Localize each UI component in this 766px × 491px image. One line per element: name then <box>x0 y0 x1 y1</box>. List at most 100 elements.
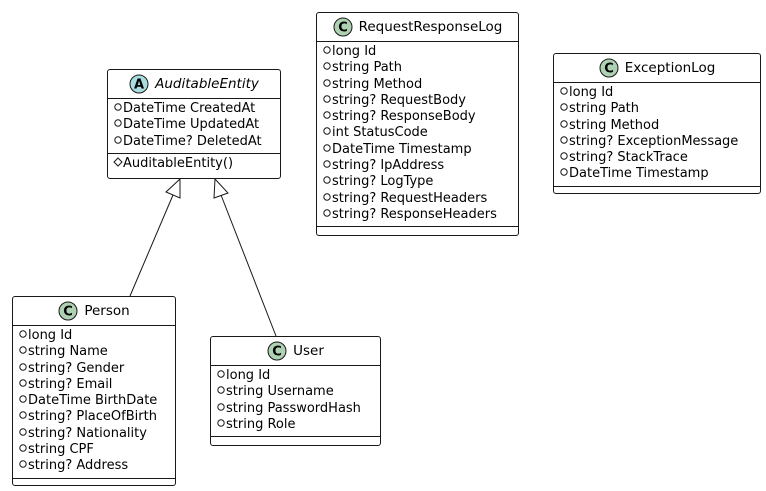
edge-user-auditable <box>220 194 277 337</box>
visibility-marker <box>322 174 332 190</box>
field-text: string? Nationality <box>28 425 147 441</box>
edge-person-auditable <box>129 194 174 297</box>
visibility-marker <box>113 134 123 150</box>
class-field: DateTime CreatedAt <box>108 101 280 117</box>
class-name: AuditableEntity <box>155 76 259 92</box>
visibility-marker <box>216 368 226 384</box>
visibility-marker <box>559 166 569 182</box>
class-field: string Role <box>211 417 380 433</box>
field-text: DateTime UpdatedAt <box>123 117 260 133</box>
visibility-marker <box>559 101 569 117</box>
class-field: long Id <box>13 328 175 344</box>
public-field-icon <box>114 103 122 111</box>
class-field: string Username <box>211 384 380 400</box>
class-header: A AuditableEntity <box>108 70 280 99</box>
svg-text:C: C <box>272 345 282 360</box>
field-text: string Name <box>28 344 108 360</box>
method-text: AuditableEntity() <box>123 155 234 171</box>
class-field: string Path <box>554 101 760 117</box>
class-field: long Id <box>554 85 760 101</box>
class-field: string PasswordHash <box>211 401 380 417</box>
field-text: string? ExceptionMessage <box>569 133 739 149</box>
public-field-icon <box>217 386 225 394</box>
public-field-icon <box>19 428 27 436</box>
class-name: ExceptionLog <box>624 60 716 76</box>
visibility-marker <box>216 384 226 400</box>
visibility-marker <box>18 377 28 393</box>
field-text: string CPF <box>28 442 94 458</box>
class-field: string? StackTrace <box>554 150 760 166</box>
visibility-marker <box>559 134 569 150</box>
visibility-marker <box>322 142 332 158</box>
public-field-icon <box>217 402 225 411</box>
class-field: string? IpAddress <box>317 158 518 174</box>
class-field: string? Address <box>13 458 175 474</box>
class-field: DateTime BirthDate <box>13 393 175 409</box>
field-text: string? RequestHeaders <box>332 190 488 206</box>
class-header: C Person <box>13 297 175 326</box>
class-field: string? RequestHeaders <box>317 191 518 207</box>
visibility-marker <box>322 77 332 93</box>
field-text: DateTime CreatedAt <box>123 101 256 116</box>
public-field-icon <box>323 95 331 103</box>
class-name: RequestResponseLog <box>358 19 503 35</box>
class-field: long Id <box>211 368 380 384</box>
methods-section: AuditableEntity() <box>108 152 280 175</box>
field-text: string Path <box>569 101 640 117</box>
svg-text:C: C <box>64 305 74 320</box>
methods-section-empty <box>554 185 760 195</box>
abstract-class-badge-icon: A <box>129 74 149 94</box>
public-field-icon <box>19 362 27 371</box>
field-text: string? ResponseHeaders <box>332 206 497 222</box>
public-field-icon <box>114 119 122 127</box>
class-header: C User <box>211 337 380 366</box>
field-text: string? ResponseBody <box>332 109 476 125</box>
field-text: string? StackTrace <box>569 150 688 166</box>
class-field: long Id <box>317 44 518 60</box>
class-field: string? Gender <box>13 361 175 377</box>
visibility-marker <box>18 442 28 458</box>
class-badge-icon: C <box>599 58 619 78</box>
public-field-icon <box>19 346 27 354</box>
class-field: string? PlaceOfBirth <box>13 409 175 425</box>
field-text: DateTime? DeletedAt <box>123 133 262 149</box>
field-text: long Id <box>226 368 271 383</box>
public-field-icon <box>560 152 568 160</box>
methods-section-empty <box>211 436 380 445</box>
class-field: string? Email <box>13 377 175 393</box>
field-text: DateTime BirthDate <box>28 393 158 409</box>
visibility-marker <box>18 328 28 344</box>
public-field-icon <box>560 168 568 177</box>
field-text: DateTime Timestamp <box>569 166 709 182</box>
field-text: string? Gender <box>28 360 125 376</box>
public-field-icon <box>323 62 331 70</box>
visibility-marker <box>559 150 569 166</box>
visibility-marker <box>113 117 123 133</box>
visibility-marker <box>216 401 226 417</box>
class-badge-icon: C <box>333 17 353 37</box>
class-field: string? LogType <box>317 174 518 190</box>
public-field-icon <box>323 144 331 152</box>
svg-text:C: C <box>604 62 614 77</box>
field-text: string? PlaceOfBirth <box>28 409 157 425</box>
svg-text:A: A <box>134 78 144 93</box>
field-text: string PasswordHash <box>226 400 361 416</box>
class-badge-icon: C <box>58 301 78 321</box>
visibility-marker <box>322 60 332 76</box>
field-text: string Role <box>226 416 296 432</box>
visibility-marker <box>322 109 332 125</box>
class-field: DateTime? DeletedAt <box>108 134 280 150</box>
field-text: string Method <box>569 117 660 133</box>
field-text: long Id <box>332 44 377 59</box>
class-header: C ExceptionLog <box>554 54 760 83</box>
visibility-marker <box>322 158 332 174</box>
